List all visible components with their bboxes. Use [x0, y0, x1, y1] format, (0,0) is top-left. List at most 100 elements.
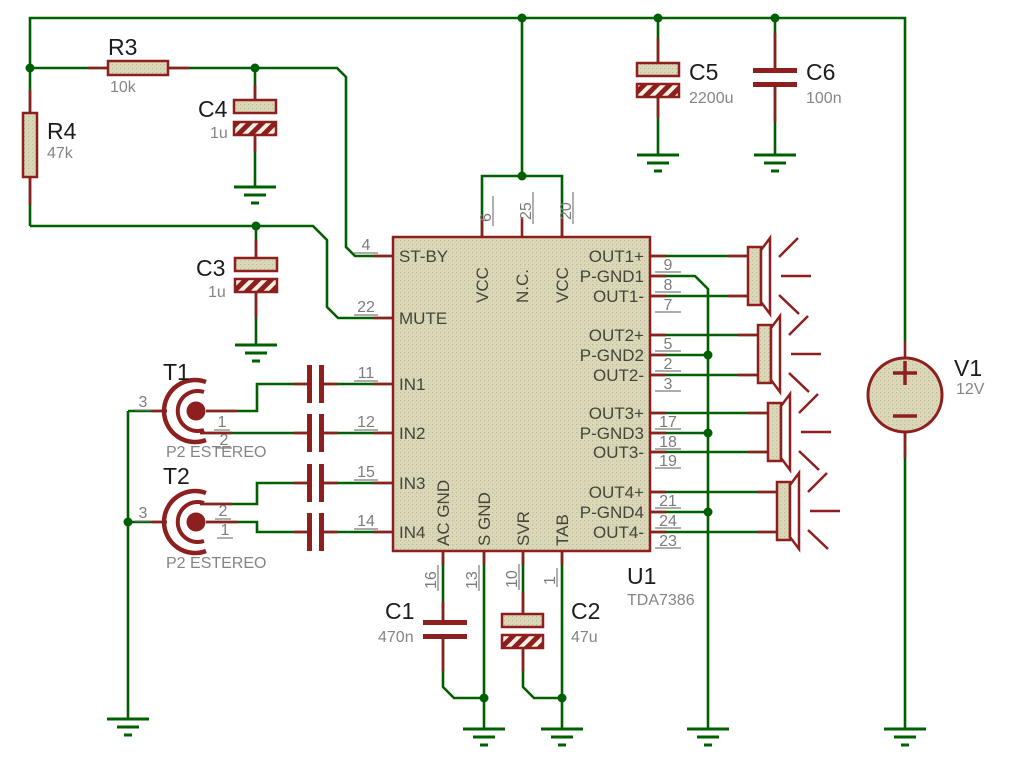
pin-number: 20: [558, 202, 575, 220]
ground-symbol: [637, 153, 679, 173]
pin-label: OUT2-: [593, 366, 644, 385]
component-value: P2 ESTEREO: [166, 555, 266, 572]
pin-label: MUTE: [399, 309, 447, 328]
pin-label: OUT4+: [589, 483, 644, 502]
pin-label: SVR: [514, 511, 533, 546]
pin-label: S GND: [475, 492, 494, 546]
ic-u1[interactable]: U1 TDA7386 ST-BY MUTE IN1 IN2 IN3 IN4 4 …: [354, 192, 695, 609]
pin-number: 10: [504, 570, 521, 588]
pin-label: OUT3-: [593, 443, 644, 462]
voltage-source-v1[interactable]: V1 12V: [866, 355, 985, 434]
ground-symbol: [687, 727, 729, 747]
ground-symbol: [107, 717, 149, 737]
component-part: TDA7386: [627, 592, 695, 609]
ground-symbols[interactable]: [107, 153, 926, 747]
coupling-capacitors[interactable]: [307, 365, 324, 551]
jack-tip-contact: [186, 512, 206, 532]
connector-t1[interactable]: T1 P2 ESTEREO 3 1 2: [135, 359, 266, 461]
pin-number: 6: [478, 213, 495, 222]
capacitor-c4[interactable]: C4 1u: [198, 96, 278, 142]
speaker-2[interactable]: [756, 312, 821, 396]
pin-label: IN2: [399, 424, 425, 443]
component-ref: U1: [627, 563, 656, 589]
capacitor-c1[interactable]: C1 470n: [378, 598, 467, 646]
ground-symbol: [884, 727, 926, 747]
component-value: 10k: [110, 79, 137, 96]
speaker-4[interactable]: [775, 469, 840, 553]
pin-number: 7: [664, 297, 673, 314]
component-ref: C3: [196, 255, 225, 281]
pin-number: 25: [518, 202, 535, 220]
pin-label: OUT1+: [589, 247, 644, 266]
capacitor-c5[interactable]: C5 2200u: [635, 59, 734, 107]
pin-number: 2: [220, 432, 229, 449]
pin-number: 1: [221, 522, 230, 539]
pin-number: 18: [659, 434, 677, 451]
pin-number: 5: [664, 336, 673, 353]
component-ref: C2: [571, 598, 600, 624]
junction-dots: [25, 13, 780, 703]
component-value: 2200u: [689, 90, 734, 107]
resistor-r4[interactable]: R4 47k: [21, 111, 77, 179]
component-value: 1u: [208, 284, 226, 301]
pin-number: 3: [664, 376, 673, 393]
pin-number: 14: [357, 513, 375, 530]
pin-label: TAB: [553, 514, 572, 546]
component-ref: T2: [163, 463, 190, 489]
pin-number: 21: [659, 493, 677, 510]
pin-number: 12: [357, 414, 375, 431]
pin-label: OUT3+: [589, 404, 644, 423]
pin-number: 15: [357, 464, 375, 481]
pin-number: 1: [542, 576, 559, 585]
resistor-r3[interactable]: R3 10k: [106, 34, 170, 96]
component-value: 1u: [210, 125, 228, 142]
component-value: 47u: [571, 629, 598, 646]
pin-label: OUT2+: [589, 326, 644, 345]
pin-number: 4: [362, 237, 371, 254]
component-value: 100n: [806, 90, 842, 107]
ground-symbol: [463, 727, 505, 747]
component-ref: R3: [108, 34, 137, 60]
capacitor-c2[interactable]: C2 47u: [500, 598, 600, 650]
pin-label: IN4: [399, 523, 425, 542]
component-value: 470n: [378, 629, 414, 646]
ground-symbol: [235, 343, 277, 363]
component-ref: R4: [47, 118, 77, 144]
connector-t2[interactable]: T2 P2 ESTEREO 3 2 1: [135, 463, 266, 572]
component-value: 12V: [956, 381, 985, 398]
pin-number: 8: [664, 277, 673, 294]
pin-number: 22: [357, 299, 375, 316]
capacitor-c6[interactable]: C6 100n: [753, 59, 842, 107]
pin-label: P-GND3: [580, 424, 644, 443]
ground-symbol: [754, 153, 796, 173]
pin-number: 19: [659, 453, 677, 470]
pin-number: 23: [659, 533, 677, 550]
capacitor-c3[interactable]: C3 1u: [196, 255, 279, 301]
component-leads: [28, 33, 907, 671]
pin-number: 11: [358, 365, 375, 382]
pin-label: IN1: [399, 375, 425, 394]
ground-symbol: [234, 185, 276, 205]
speaker-1[interactable]: [746, 234, 811, 318]
pin-number: 1: [218, 414, 227, 431]
pin-label: ST-BY: [399, 247, 448, 266]
speaker-3[interactable]: [766, 390, 831, 474]
pin-label: OUT1-: [593, 287, 644, 306]
pin-label: IN3: [399, 474, 425, 493]
component-ref: V1: [954, 355, 982, 381]
pin-label: VCC: [553, 267, 572, 303]
pin-number: 2: [664, 356, 673, 373]
pin-label: P-GND4: [580, 503, 644, 522]
pin-number: 24: [659, 513, 677, 530]
pin-number: 2: [219, 503, 228, 520]
ground-symbol: [541, 727, 583, 747]
component-value: P2 ESTEREO: [166, 444, 266, 461]
pin-label: P-GND2: [580, 346, 644, 365]
pin-number: 17: [659, 414, 677, 431]
component-ref: C4: [198, 96, 228, 122]
component-value: 47k: [47, 145, 74, 162]
pin-number: 3: [139, 394, 148, 411]
pin-number: 3: [139, 505, 148, 522]
component-ref: C5: [689, 59, 718, 85]
